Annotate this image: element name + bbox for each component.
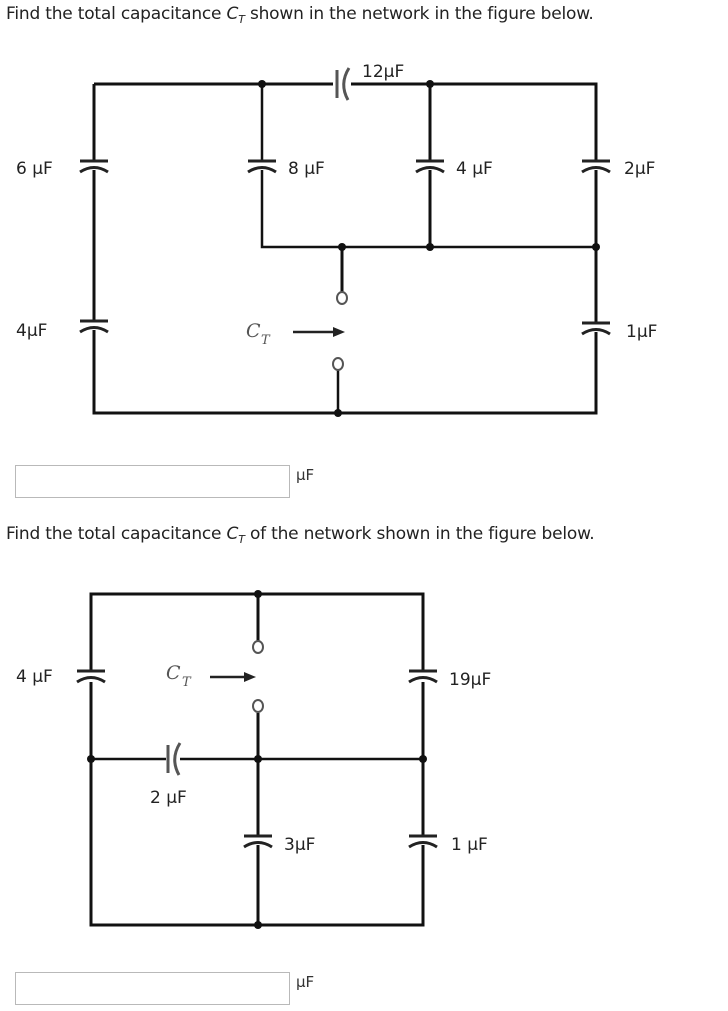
capacitor-label-19uF: 19µF [449,670,491,690]
terminal-circle [252,699,264,713]
circuit-2-terminals [252,640,264,713]
capacitor-1uF [581,321,611,336]
junction-node [254,921,262,929]
wire [89,682,425,927]
capacitor-8uF [247,159,277,174]
capacitor-2uF [166,742,182,776]
junction-node [419,755,427,763]
prompt-text: Find the total capacitance [6,524,227,544]
circuit-1-nodes [258,80,600,417]
arrow-right-icon [244,672,256,682]
ct-symbol: CT [226,4,245,26]
question-2-prompt: Find the total capacitance CT of the net… [6,524,595,546]
circuit-2-nodes [87,590,427,929]
answer-unit-2: µF [296,973,315,991]
ct-symbol-sub: T [238,533,245,546]
prompt-text-end: shown in the network in the figure below… [244,4,594,24]
junction-node [592,243,600,251]
ct-label: C [166,662,181,684]
capacitor-label-6uF: 6 µF [16,159,53,179]
ct-symbol: CT [226,524,245,546]
capacitor-1uF [408,834,438,849]
capacitor-4uF-a [415,159,445,174]
circuit-diagram-1: 12µF 6 µF 8 µF 4 µF 2µF 4µF 1µF C T [16,62,657,417]
capacitor-label-1uF: 1µF [626,322,657,342]
ct-label-sub: T [182,675,192,690]
capacitor-label-4uF: 4 µF [16,667,53,687]
capacitor-2uF [581,159,611,174]
wire [351,82,598,160]
capacitor-19uF [408,669,438,684]
capacitor-3uF [243,834,273,849]
capacitor-label-4uF-b: 4µF [16,321,47,341]
capacitor-4uF [76,669,106,684]
prompt-text-end: of the network shown in the figure below… [244,524,595,544]
wire [89,592,425,670]
answer-input-1[interactable] [15,465,290,498]
ct-symbol-sub: T [238,13,245,26]
capacitor-label-4uF-a: 4 µF [456,159,493,179]
junction-node [254,590,262,598]
capacitor-6uF [79,159,109,174]
capacitor-label-3uF: 3µF [284,835,315,855]
circuit-2-capacitors [76,669,438,849]
ct-symbol-main: C [226,524,239,544]
ct-symbol-main: C [226,4,239,24]
capacitor-label-1uF: 1 µF [451,835,488,855]
terminal-circle [336,291,348,305]
capacitor-label-2uF: 2 µF [150,788,187,808]
prompt-text: Find the total capacitance [6,4,227,24]
capacitor-12uF [335,67,351,101]
junction-node [254,755,262,763]
answer-input-2[interactable] [15,972,290,1005]
junction-node [334,409,342,417]
terminal-circle [252,640,264,654]
capacitor-4uF-b [79,319,109,334]
junction-node [426,243,434,251]
capacitor-label-8uF: 8 µF [288,159,325,179]
arrow-right-icon [333,327,345,337]
question-1-prompt: Find the total capacitance CT shown in t… [6,4,594,26]
ct-indicator: C T [246,320,345,348]
wire [92,330,598,415]
junction-node [87,755,95,763]
ct-label-sub: T [261,333,271,348]
circuit-1-terminals [332,291,348,371]
capacitor-label-2uF: 2µF [624,159,655,179]
junction-node [258,80,266,88]
junction-node [426,80,434,88]
junction-node [338,243,346,251]
wire [260,170,596,249]
ct-label: C [246,320,261,342]
circuit-1-capacitors [79,67,611,336]
terminal-circle [332,357,344,371]
answer-unit-1: µF [296,466,315,484]
ct-indicator: C T [166,662,256,690]
capacitor-label-12uF: 12µF [362,62,404,82]
circuit-2-wires [89,592,425,927]
